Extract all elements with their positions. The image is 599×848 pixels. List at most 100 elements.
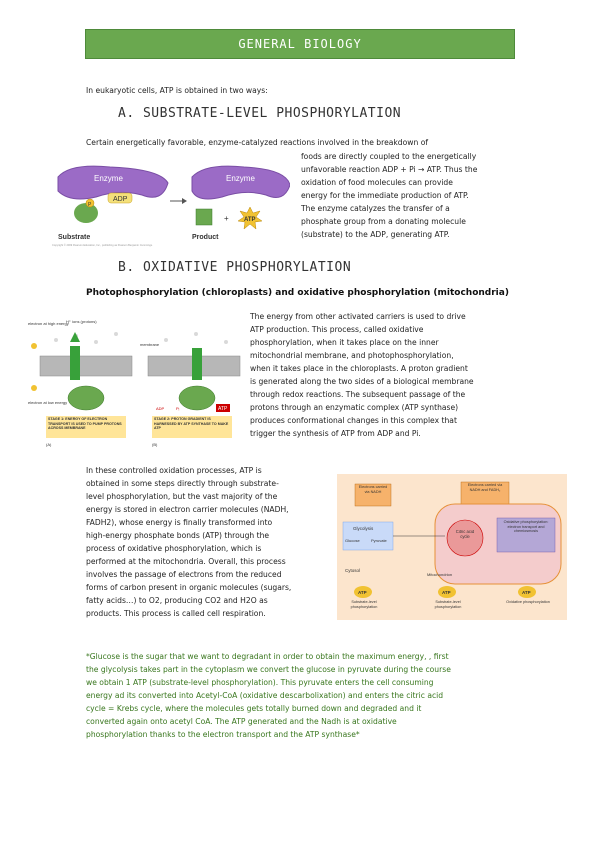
hions-label: H⁺ ions (protons) — [66, 319, 97, 324]
text-line: through redox reactions. The subsequent … — [250, 390, 466, 399]
atp-label: ATP — [244, 217, 256, 223]
product-label: Product — [192, 234, 219, 241]
text-line: when it takes place in the chloroplasts.… — [250, 364, 468, 373]
text-line: is generated along the two sides of a bi… — [250, 377, 474, 386]
nadh-box-1 — [354, 483, 392, 507]
section-a-lead: Certain energetically favorable, enzyme-… — [86, 138, 429, 147]
plus-sign: + — [224, 214, 229, 223]
stage1-box — [46, 416, 126, 438]
text-line: level phosphorylation, but the vast majo… — [86, 492, 278, 501]
text-line: phosphorylation thanks to the electron t… — [86, 730, 360, 739]
text-line: obtained in some steps directly through … — [86, 479, 279, 488]
membrane-label: membrane — [140, 342, 160, 347]
text-line: energy ad its converted into Acetyl-CoA … — [86, 691, 444, 700]
electron-dot-high — [31, 343, 37, 349]
text-line: (substrate) to the ADP, generating ATP. — [301, 230, 450, 239]
text-line: mitochondrial membrane, and photophospho… — [250, 351, 454, 360]
glucose-label: Glucose — [345, 538, 360, 543]
glycolysis-box — [342, 521, 394, 551]
pump-protein — [70, 346, 80, 380]
text-line: phosphorylation, when it takes place on … — [250, 338, 439, 347]
text-line: products. This process is called cell re… — [86, 609, 266, 618]
nadh-label-2: Electrons carried via NADH and FADH₂ — [467, 483, 503, 492]
text-line: trigger the synthesis of ATP from ADP an… — [250, 429, 421, 438]
panel-a-label: (A) — [46, 442, 52, 447]
proton-dot — [164, 338, 168, 342]
pyruvate-label: Pyruvate — [371, 538, 388, 543]
respiration-overview-figure: Electrons carried via NADH Electrons car… — [337, 474, 567, 620]
nadh-label-1: Electrons carried via NADH — [358, 485, 388, 494]
stage2-label: STAGE 2: PROTON GRADIENT IS HARNESSED BY… — [154, 417, 229, 431]
mitochondrion-label: Mitochondrion — [427, 572, 452, 577]
stage1-label: STAGE 1: ENERGY OF ELECTRON TRANSPORT IS… — [48, 417, 122, 431]
sub-label-2: Substrate-level phosphorylation — [434, 600, 462, 609]
page-banner: General Biology — [85, 29, 515, 59]
enzyme-shape-left — [57, 165, 169, 200]
text-line: process of oxidative phosphorylation, wh… — [86, 544, 262, 553]
panel-b-label: (B) — [152, 442, 158, 447]
enzyme-label-left: Enzyme — [94, 174, 123, 183]
atp-burst-2 — [438, 586, 456, 598]
proton-dot — [94, 340, 98, 344]
enzyme-label-right: Enzyme — [226, 174, 255, 183]
stage2-box — [152, 416, 232, 438]
text-line: we obtain 1 ATP (substrate-level phospho… — [86, 678, 434, 687]
figure-copyright: Copyright © 2009 Pearson Education, Inc.… — [52, 243, 153, 247]
citric-label: Citric acid cycle — [455, 530, 475, 539]
atp-burst-3 — [518, 586, 536, 598]
text-line: The energy from other activated carriers… — [250, 312, 466, 321]
proton-dot — [114, 332, 118, 336]
section-b-paragraph-1: The energy from other activated carriers… — [250, 310, 474, 440]
text-line: performed at the mitochondria. Overall, … — [86, 557, 286, 566]
section-a-heading: A. Substrate-level phosphorylation — [118, 106, 402, 121]
electron-high-label: electron at high energy — [28, 321, 69, 326]
atp-burst — [237, 206, 263, 230]
atp-label-1: ATP — [358, 590, 367, 595]
text-line: phosphate group from a donating molecule — [301, 217, 466, 226]
substrate-label: Substrate — [58, 234, 90, 241]
intro-text: In eukaryotic cells, ATP is obtained in … — [86, 86, 268, 95]
atp-burst-1 — [354, 586, 372, 598]
proton-dot — [54, 338, 58, 342]
atp-box — [216, 404, 230, 412]
proton-dot — [194, 332, 198, 336]
atp-label-3: ATP — [522, 590, 531, 595]
text-line: the glycolysis takes part in the cytopla… — [86, 665, 451, 674]
text-line: energy is stored in electron carrier mol… — [86, 505, 289, 514]
product-shape — [195, 208, 213, 226]
phosphate-circle — [85, 198, 95, 208]
reaction-arrow-head — [182, 198, 187, 204]
text-line: In these controlled oxidation processes,… — [86, 466, 262, 475]
text-line: high-energy phosphate bonds (ATP) throug… — [86, 531, 270, 540]
cytosol-label: Cytosol — [345, 568, 360, 573]
oxphos-box — [496, 517, 556, 553]
phosphate-label: P — [88, 202, 92, 208]
pump-head — [67, 385, 105, 411]
text-line: FADH2), whose energy is finally transfor… — [86, 518, 273, 527]
text-line: involves the passage of electrons from t… — [86, 570, 282, 579]
oxphos-label: Oxidative phosphorylation: electron tran… — [503, 520, 549, 534]
atp-label: ATP — [218, 406, 228, 412]
text-line: foods are directly coupled to the energe… — [301, 152, 477, 161]
electron-dot-low — [31, 385, 37, 391]
text-line: forms of carbon present in organic molec… — [86, 583, 292, 592]
adp-label: ADP — [156, 406, 165, 411]
sub-label-1: Substrate-level phosphorylation — [350, 600, 378, 609]
section-a-paragraph: foods are directly coupled to the energe… — [301, 150, 477, 241]
text-line: produces conformational changes in this … — [250, 416, 457, 425]
substrate-level-figure: Enzyme P ADP Substrate Enzyme + ATP Prod… — [50, 163, 290, 248]
section-b-heading: B. Oxidative phosphorylation — [118, 260, 352, 275]
pi-label: Pᵢ — [176, 406, 180, 411]
citric-acid-circle — [446, 519, 484, 557]
atp-label-2: ATP — [442, 590, 451, 595]
atp-synthase-stalk — [192, 348, 202, 380]
text-line: fatty acids…) to O2, producing CO2 and H… — [86, 596, 268, 605]
text-line: energy for the immediate production of A… — [301, 191, 469, 200]
text-line: ATP production. This process, called oxi… — [250, 325, 424, 334]
adp-label: ADP — [113, 196, 128, 203]
summary-note: *Glucose is the sugar that we want to de… — [86, 650, 451, 741]
ox-label: Oxidative phosphorylation — [506, 600, 550, 604]
pump-arrow — [70, 332, 80, 342]
text-line: cycle = Krebs cycle, where the molecules… — [86, 704, 422, 713]
text-line: oxidation of food molecules can provide — [301, 178, 453, 187]
